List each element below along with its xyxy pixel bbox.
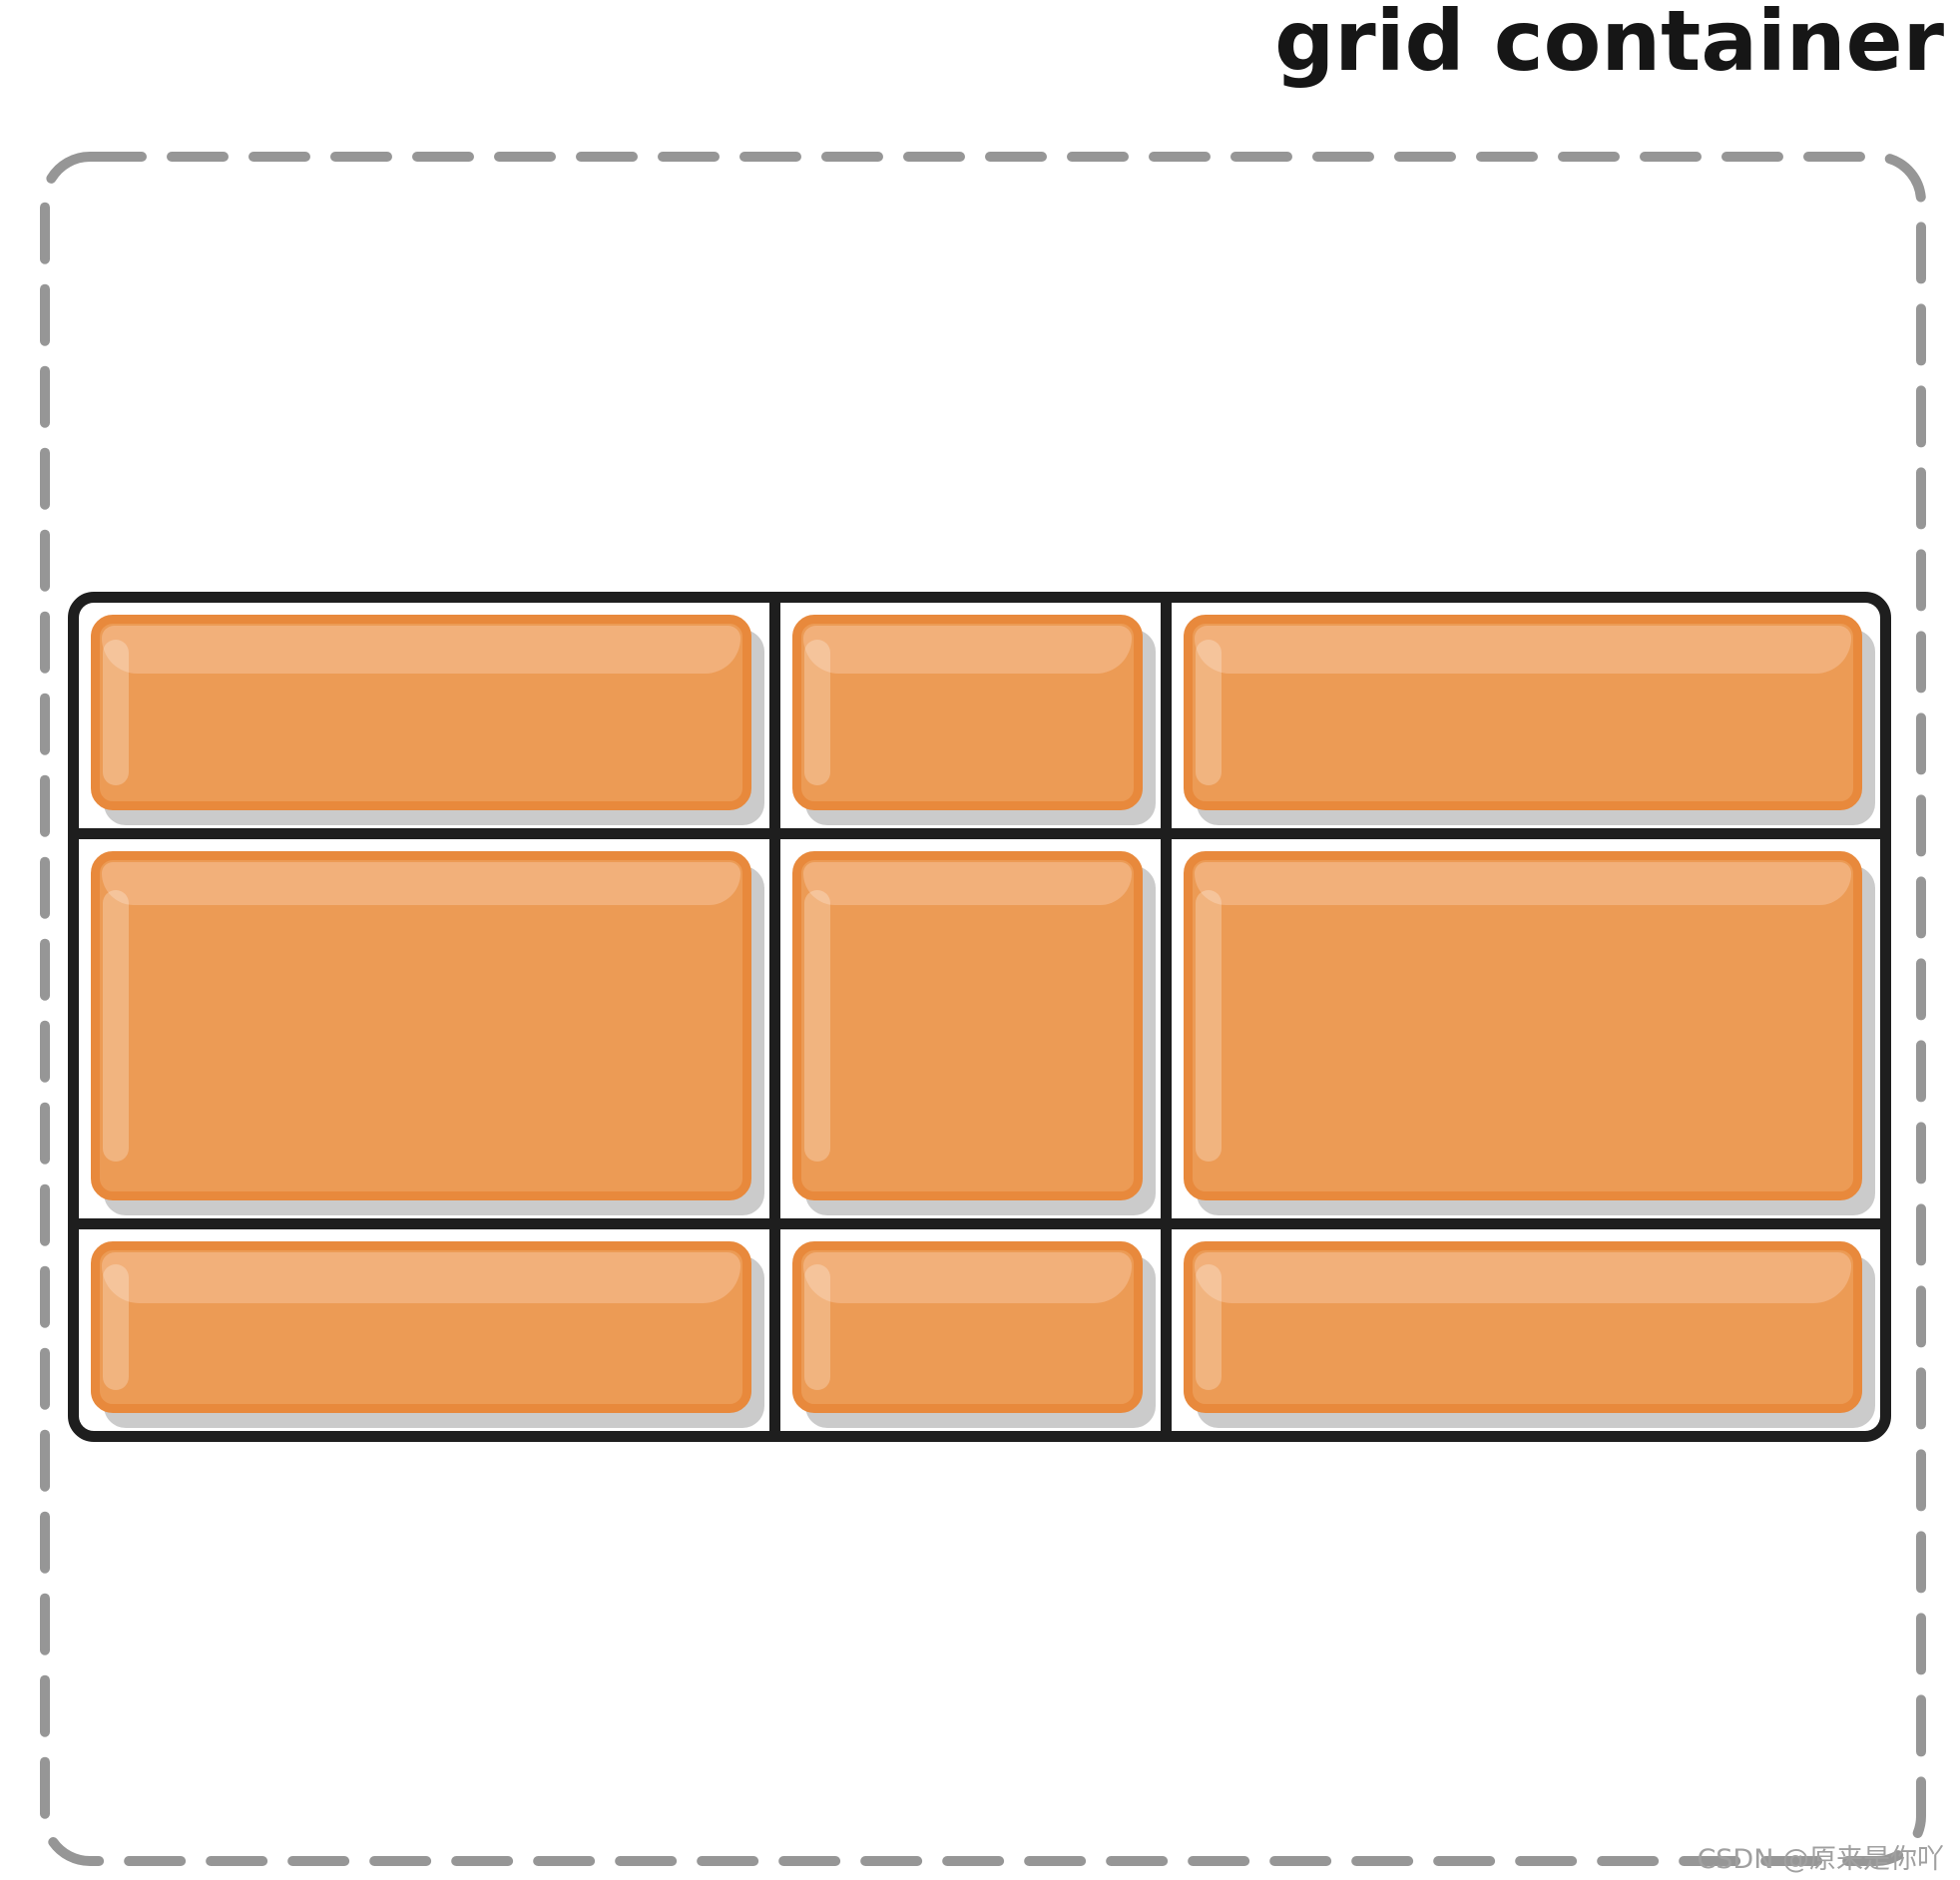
grid-item: [1184, 851, 1862, 1200]
grid-cell: [779, 839, 1162, 1218]
grid-item: [791, 615, 1144, 811]
grid-item: [1184, 615, 1862, 811]
grid-item: [1184, 1241, 1862, 1413]
grid-cell: [79, 839, 769, 1218]
grid-cell: [79, 603, 769, 829]
grid: [68, 592, 1891, 1442]
grid-item: [91, 851, 751, 1200]
grid-item: [91, 1241, 751, 1413]
grid-item: [91, 615, 751, 811]
grid-cell: [1172, 603, 1880, 829]
grid-item: [791, 851, 1144, 1200]
grid-cell: [779, 603, 1162, 829]
grid-cell: [79, 1229, 769, 1431]
watermark: CSDN @原来是你吖: [1697, 1844, 1944, 1875]
grid-cell: [1172, 839, 1880, 1218]
grid-cell: [1172, 1229, 1880, 1431]
grid-item: [791, 1241, 1144, 1413]
page-title: grid container: [1274, 0, 1944, 90]
grid-cell: [779, 1229, 1162, 1431]
